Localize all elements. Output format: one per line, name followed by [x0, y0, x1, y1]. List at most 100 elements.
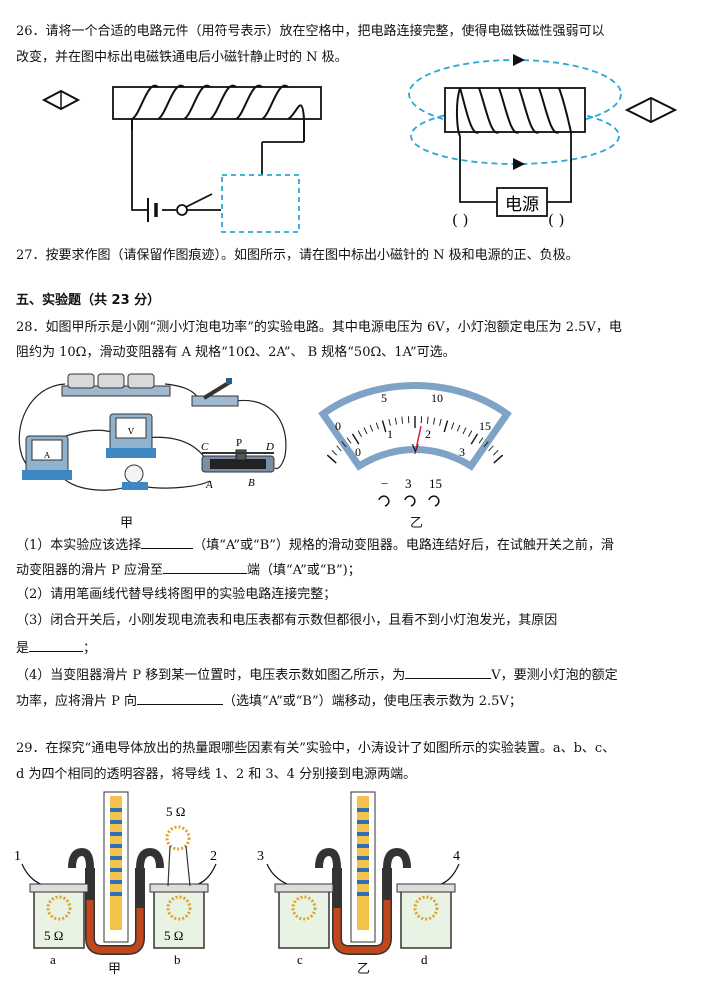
dial-tick	[462, 427, 467, 435]
wire-label-3: 3	[257, 849, 264, 864]
blank-component-slot[interactable]	[221, 174, 300, 233]
q28-circuit-figure: A V C P D A B	[18, 373, 287, 491]
q28-p1-line1: （1）本实验应该选择（填“A”或“B”）规格的滑动变阻器。电路连结好后，在试触开…	[16, 534, 711, 556]
q28-line1: 28．如图甲所示是小刚“测小灯泡电功率”的实验电路。其中电源电压为 6V，小灯泡…	[16, 320, 622, 335]
electromagnet-coil	[131, 84, 305, 142]
power-right-paren[interactable]: ( )	[548, 211, 564, 229]
q29-fig-jia-label: 甲	[108, 962, 122, 977]
q28-p1-text-a: （1）本实验应该选择	[16, 538, 142, 553]
terminal-3: 3	[405, 476, 412, 491]
container-d	[396, 883, 456, 949]
dial-tick	[488, 445, 494, 452]
dial-tick	[478, 437, 484, 444]
inner-scale-2: 2	[425, 427, 431, 441]
compass-needle-left[interactable]	[41, 89, 81, 111]
dial-tick	[433, 417, 436, 425]
outer-scale-5: 5	[381, 391, 387, 405]
ammeter-label: A	[43, 451, 50, 460]
dial-tick-marks	[326, 416, 504, 464]
rheostat-label-c: C	[201, 441, 209, 453]
dial-tick	[470, 433, 479, 445]
external-resistor-label: 5 Ω	[166, 804, 185, 819]
q28-p4-blank-1[interactable]	[405, 664, 492, 679]
u-tube-yi	[315, 791, 411, 955]
container-c	[274, 883, 334, 949]
rheostat-label-d: D	[265, 441, 274, 453]
q26-line1: 26．请将一个合适的电路元件（用符号表示）放在空格中，把电路连接完整，使得电磁铁…	[16, 24, 605, 39]
dial-tick	[357, 430, 362, 437]
dial-tick	[401, 416, 404, 424]
q28-p3-blank[interactable]	[29, 637, 84, 652]
q29-line2: d 为四个相同的透明容器，将导线 1、2 和 3、4 分别接到电源两端。	[16, 767, 417, 782]
power-source-box	[496, 187, 548, 217]
dial-tick	[426, 416, 429, 424]
dial-tick	[341, 441, 347, 448]
dial-tick	[439, 418, 442, 426]
dial-tick	[388, 418, 391, 426]
q28-p1-text-d: 端（填“A”或“B”)；	[247, 563, 361, 578]
dial-pointer	[414, 425, 422, 455]
q28-p4-blank-2[interactable]	[137, 690, 224, 705]
q26-circuit-figure	[41, 84, 322, 233]
battery-symbol	[147, 198, 158, 222]
compass-needle-right[interactable]	[624, 96, 678, 124]
q28-p1-blank-1[interactable]	[141, 534, 194, 549]
switch-symbol	[176, 193, 213, 216]
battery-pack	[61, 373, 171, 397]
wire-label-1: 1	[14, 849, 21, 864]
rheostat-label-a: A	[205, 479, 213, 491]
resistor-a-label: 5 Ω	[44, 928, 63, 943]
outer-scale-10: 10	[431, 391, 443, 405]
dial-tick	[326, 454, 337, 464]
q28-p3-text-b: 是	[16, 641, 30, 656]
dial-tick	[451, 422, 455, 430]
q28-p4-text-c: 功率，应将滑片 P 向	[16, 694, 138, 709]
voltmeter-small-label: V	[127, 427, 134, 436]
dial-tick	[456, 424, 461, 432]
knife-switch[interactable]	[191, 378, 239, 407]
dial-tick	[346, 437, 352, 444]
dial-tick	[331, 449, 338, 456]
q28-fig-yi-label: 乙	[410, 516, 424, 531]
dial-unit: V	[411, 441, 420, 455]
q28-line2: 阻约为 10Ω，滑动变阻器有 A 规格“10Ω、2A”、 B 规格“50Ω、1A…	[16, 345, 456, 360]
q28-p2: （2）请用笔画线代替导线将图甲的实验电路连接完整；	[16, 587, 337, 602]
q27-text: 27．按要求作图（请保留作图痕迹）。如图所示，请在图中标出小磁针的 N 极和电源…	[16, 248, 579, 263]
inner-scale-3: 3	[459, 445, 465, 459]
terminal-15: 15	[429, 476, 442, 491]
rheostat-label-p: P	[236, 437, 242, 449]
wire-label-4: 4	[453, 849, 460, 864]
power-source-label: 电源	[505, 195, 539, 215]
section5-title: 五、实验题（共 23 分）	[16, 293, 161, 308]
dial-tick	[369, 424, 374, 432]
external-resistor: 5 Ω	[165, 804, 191, 887]
container-a: 5 Ω	[29, 883, 89, 949]
q28-p4-line1: （4）当变阻器滑片 P 移到某一位置时，电压表示数如图乙所示，为 V，要测小灯泡的…	[16, 664, 711, 686]
inner-scale-1: 1	[387, 427, 393, 441]
q28-fig-jia-label: 甲	[120, 516, 134, 531]
q28-p1-line2: 动变阻器的滑片 P 应滑至端（填“A”或“B”)；	[16, 559, 711, 581]
outer-scale-0: 0	[335, 419, 341, 433]
q28-p3-text-c: ；	[83, 641, 97, 656]
terminal-loop-minus[interactable]	[378, 495, 390, 507]
dial-tick	[468, 430, 473, 437]
terminal-loop-3[interactable]	[404, 495, 416, 507]
light-bulb	[122, 464, 148, 490]
power-left-paren[interactable]: ( )	[452, 211, 468, 229]
dial-tick	[381, 420, 387, 433]
field-arrow-bottom	[513, 158, 525, 170]
terminal-loop-15[interactable]	[428, 495, 440, 507]
q28-p1-blank-2[interactable]	[163, 559, 248, 574]
q28-p3-line1: （3）闭合开关后，小刚发现电流表和电压表都有示数但都很小，且看不到小灯泡发光，其…	[16, 613, 558, 628]
resistor-b-label: 5 Ω	[164, 928, 183, 943]
rheostat-label-b: B	[248, 477, 255, 489]
dial-tick	[363, 427, 368, 435]
dial-tick	[394, 417, 397, 425]
container-label-c: c	[297, 952, 303, 967]
sliding-rheostat[interactable]	[201, 449, 275, 473]
q27-field-figure: 电源 ( ) ( )	[408, 54, 678, 229]
container-label-a: a	[50, 952, 56, 967]
dial-tick	[492, 449, 499, 456]
q28-p4-text-b: V，要测小灯泡的额定	[491, 668, 618, 683]
q28-p4-text-a: （4）当变阻器滑片 P 移到某一位置时，电压表示数如图乙所示，为	[16, 668, 406, 683]
